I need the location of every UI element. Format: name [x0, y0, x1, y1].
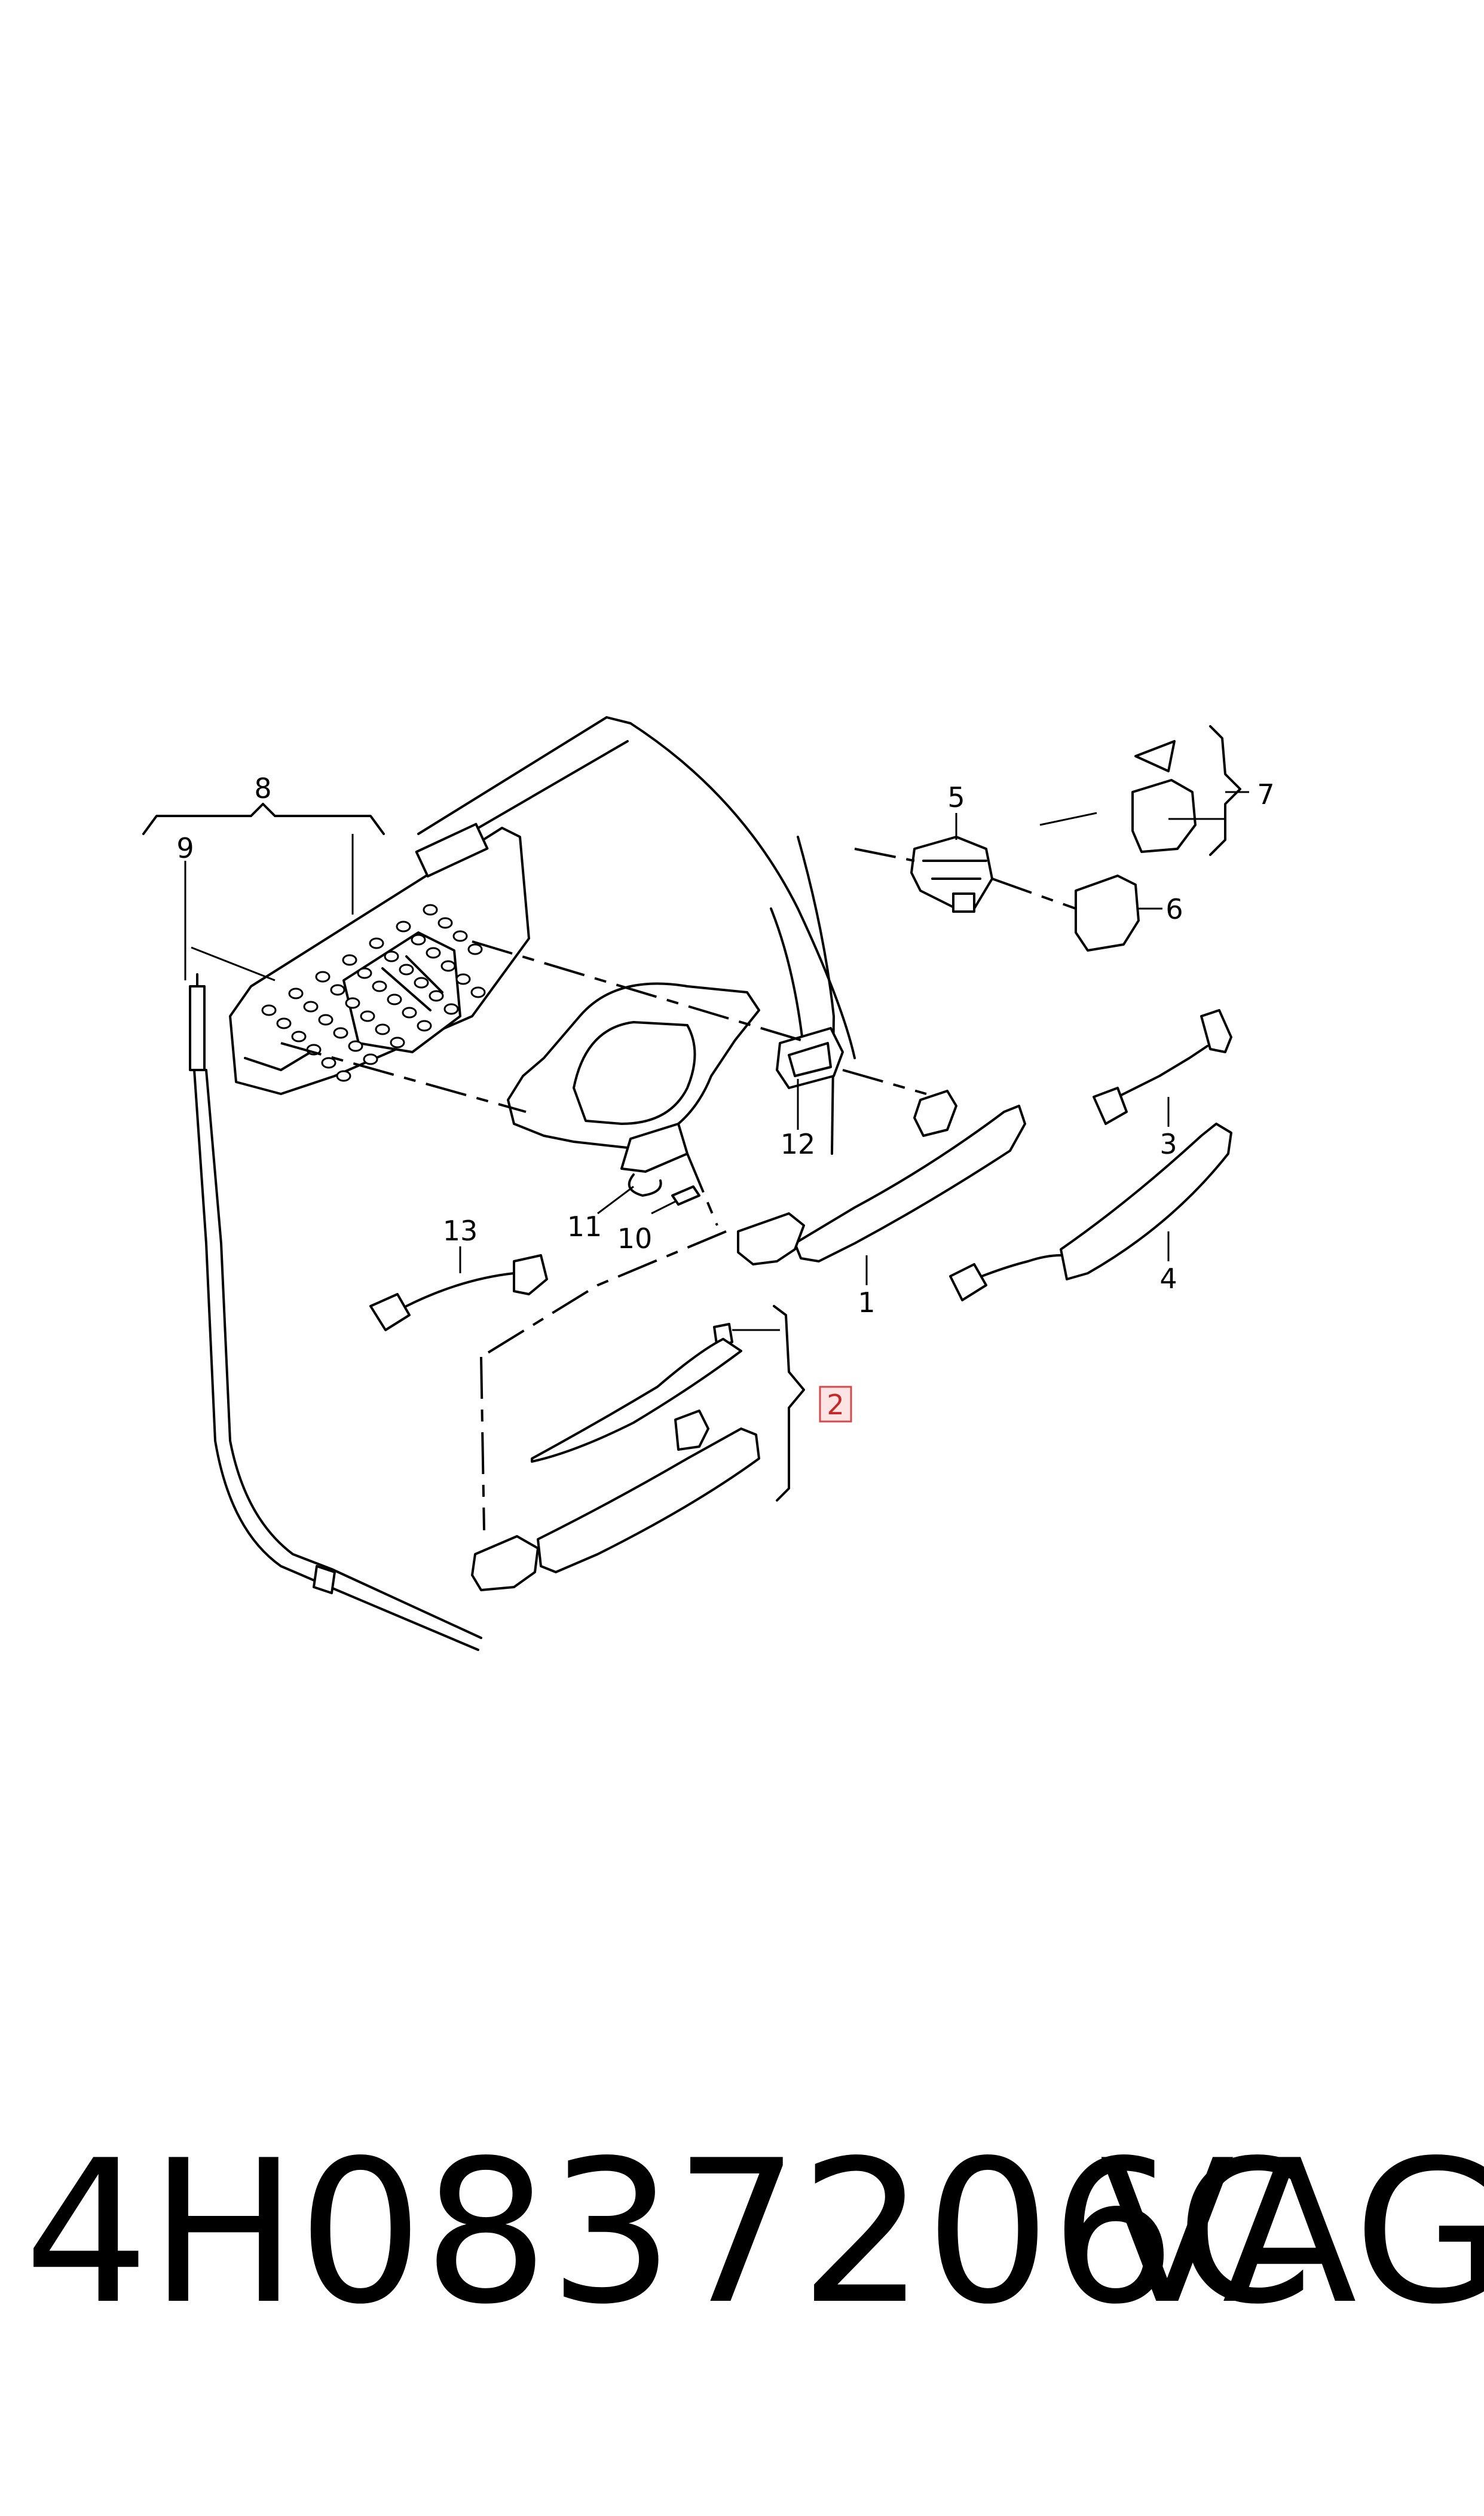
carrier-hole — [315, 971, 331, 983]
carrier-hole — [318, 1014, 333, 1026]
gasket — [620, 1123, 689, 1173]
callout-13: 13 — [443, 1215, 478, 1247]
part-number: 4H0837206C — [24, 2118, 1314, 2347]
carrier-hole — [429, 990, 444, 1002]
cover-cap-7a — [1131, 779, 1197, 853]
carrier-hole — [396, 921, 411, 933]
carrier-hole — [423, 904, 438, 916]
callout-1: 1 — [858, 1286, 875, 1319]
carrier-hole — [348, 1040, 363, 1052]
callout-12: 12 — [781, 1128, 816, 1160]
carrier-hole — [276, 1017, 292, 1029]
carrier-hole — [357, 967, 372, 979]
carrier-hole — [440, 960, 456, 972]
lock-cylinder-housing — [910, 836, 993, 913]
carrier-hole — [360, 1010, 375, 1022]
carrier-hole — [390, 1037, 405, 1048]
carrier-hole — [470, 986, 486, 998]
assembly-leader-lines — [280, 848, 1076, 1531]
callout-brackets — [142, 725, 1241, 1502]
callout-5: 5 — [947, 781, 965, 814]
carrier-hole — [303, 1001, 319, 1013]
grip-recess-trim — [507, 982, 760, 1149]
carrier-hole — [342, 954, 357, 966]
carrier-hole — [333, 1027, 348, 1039]
carrier-hole — [402, 1007, 417, 1019]
cable-13 — [369, 1254, 548, 1331]
callout-10: 10 — [617, 1222, 653, 1255]
carrier-hole — [414, 977, 429, 989]
callout-2-highlight[interactable]: 2 — [819, 1386, 852, 1423]
bowden-cable — [189, 973, 482, 1651]
carrier-hole — [452, 930, 468, 942]
carrier-hole — [363, 1053, 378, 1065]
carrier-hole — [369, 937, 384, 949]
carrier-hole — [426, 947, 441, 959]
carrier-hole — [288, 988, 304, 999]
carrier-hole — [384, 950, 399, 962]
carrier-holes — [261, 904, 486, 1082]
cable-3 — [1093, 1009, 1232, 1125]
screw — [671, 1185, 700, 1206]
cover-cap-7b — [1134, 740, 1176, 772]
callout-4: 4 — [1159, 1262, 1177, 1295]
callout-9: 9 — [176, 832, 194, 864]
carrier-hole — [411, 934, 426, 946]
carrier-hole — [399, 964, 414, 976]
carrier-hole — [443, 1003, 459, 1015]
carrier-hole — [375, 1023, 390, 1035]
carrier-hole — [321, 1057, 336, 1069]
carrier-hole — [261, 1004, 277, 1016]
handle-carrier-bracket — [229, 823, 530, 1095]
carrier-hole — [330, 984, 345, 996]
callout-leaders — [184, 791, 1249, 1331]
carrier-hole — [372, 980, 387, 992]
door-handle-1 — [737, 1090, 1026, 1265]
callout-3: 3 — [1159, 1128, 1177, 1160]
callout-6: 6 — [1165, 893, 1183, 925]
cover-cap-6 — [1075, 875, 1140, 952]
carrier-hole — [417, 1020, 432, 1032]
carrier-hole — [291, 1031, 307, 1043]
carrier-hole — [336, 1070, 351, 1082]
carrier-hole — [437, 917, 453, 929]
callout-2: 2 — [827, 1389, 844, 1421]
callout-11: 11 — [567, 1210, 602, 1243]
carrier-hole — [455, 973, 471, 985]
carrier-hole — [467, 943, 483, 955]
callout-7: 7 — [1257, 778, 1274, 811]
brand-name: VAG — [1100, 2118, 1484, 2347]
carrier-hole — [387, 993, 402, 1005]
carrier-hole — [345, 997, 360, 1009]
handle-assembly-2 — [471, 1323, 760, 1591]
callout-8: 8 — [254, 772, 271, 805]
handle-with-sensor-4 — [949, 1123, 1232, 1301]
